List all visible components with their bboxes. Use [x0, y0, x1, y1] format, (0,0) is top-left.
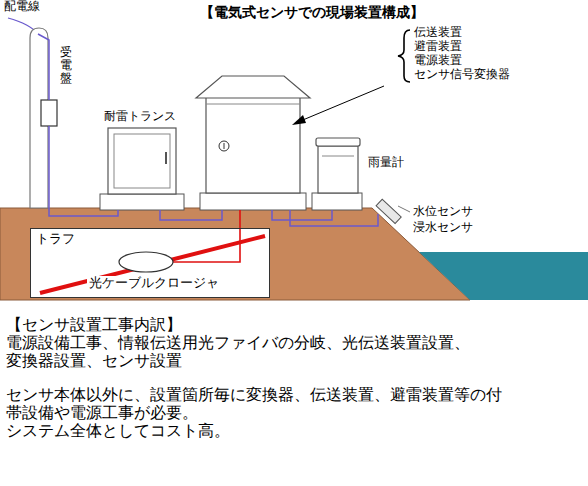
part-label: 耐雷トランス: [104, 110, 176, 124]
cabinet-line: [206, 104, 300, 105]
trough-fill: [30, 228, 270, 298]
transformer-base: [100, 194, 184, 210]
closure-label: 光ケーブルクロージャ: [87, 276, 221, 291]
cabinet-lock-slot: [224, 143, 225, 149]
device-label: センサ信号変換器: [414, 68, 510, 82]
trough-box: トラフ光ケーブルクロージャ: [30, 228, 270, 298]
gauge-line: [322, 156, 354, 157]
sensor-label: 水位センサ: [413, 205, 473, 219]
wires: [49, 126, 378, 226]
sensor-label: 浸水センサ: [413, 221, 473, 235]
note-text: 電源設備工事、情報伝送用光ファイバの分岐、光伝送装置設置、: [6, 334, 470, 352]
note-text: 帯設備や電源工事が必要。: [6, 404, 198, 422]
equipment-cabinet: [206, 96, 300, 193]
arrow-head: [292, 115, 306, 125]
cabinet-base: [200, 193, 306, 210]
device-label: 電源装置: [414, 54, 462, 68]
section-heading: 【センサ設置工事内訳】: [6, 316, 182, 334]
note-text: 変換器設置、センサ設置: [6, 352, 182, 370]
panel-label: 受電盤: [60, 46, 72, 86]
cabinet-lock: [219, 141, 229, 151]
part-label: 雨量計: [368, 156, 404, 170]
device-label: 避雷装置: [414, 40, 462, 54]
power-wire: [38, 34, 49, 100]
note-text: センサ本体以外に、設置箇所毎に変換器、伝送装置、避雷装置等の付: [6, 386, 502, 404]
cable-closure: [119, 252, 173, 272]
cabinet-roof: [196, 76, 310, 98]
brace: [398, 30, 410, 82]
gauge-base: [312, 193, 362, 210]
fiber-branch: [173, 210, 240, 262]
water: [419, 252, 588, 300]
water-sensor: [376, 199, 401, 223]
sensor-leader: [398, 206, 410, 212]
note-text: システム全体としてコスト高。: [6, 422, 230, 440]
gauge-lid: [316, 138, 360, 146]
diagram-title: 【電気式センサでの現場装置構成】: [200, 4, 424, 20]
transformer-handle: [165, 152, 167, 164]
receiving-panel: [41, 100, 57, 126]
transformer-cabinet: [108, 128, 176, 194]
callout-arrow: [298, 86, 384, 122]
trough-label: トラフ: [36, 232, 75, 247]
transformer-door: [114, 134, 170, 188]
ground: [0, 208, 470, 300]
wire-label: 配電線: [4, 0, 40, 14]
device-label: 伝送装置: [414, 26, 462, 40]
rain-gauge: [318, 146, 358, 193]
